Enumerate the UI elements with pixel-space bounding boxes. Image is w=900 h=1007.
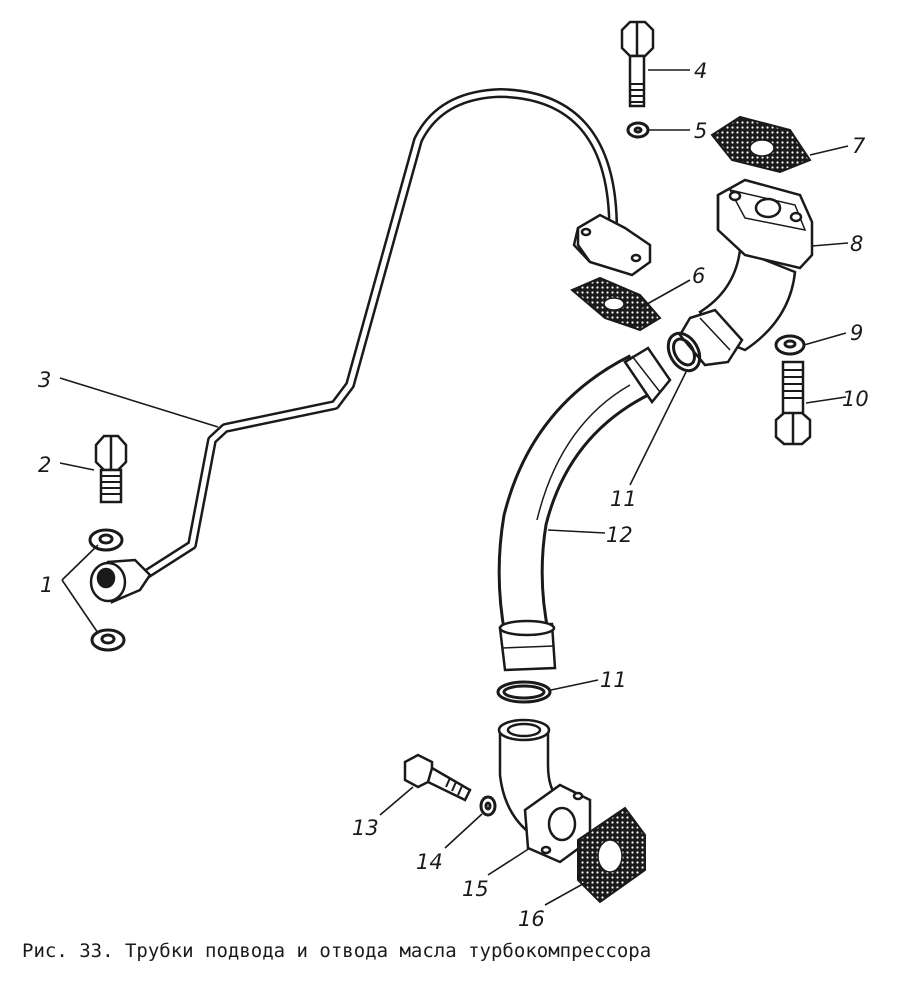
bolt-4 (620, 20, 655, 108)
washer-1-bottom (90, 628, 126, 652)
gasket-16 (577, 806, 646, 904)
seal-ring-11-upper (666, 331, 702, 373)
label-4: 4 (694, 59, 707, 83)
label-13: 13 (352, 816, 379, 840)
coupling-nut (678, 308, 744, 367)
elbow-15 (497, 718, 592, 864)
label-6: 6 (692, 264, 705, 288)
part-labels: 1 2 3 4 5 6 7 8 9 10 11 12 11 13 14 15 1… (38, 59, 869, 931)
bolt-13 (403, 753, 472, 802)
label-15: 15 (462, 877, 489, 901)
supply-pipe-3 (140, 88, 618, 580)
label-2: 2 (38, 453, 51, 477)
label-1: 1 (40, 573, 53, 597)
washer-5 (626, 121, 650, 139)
tube-12-lower-collar (498, 619, 557, 672)
leader-lines (59, 69, 849, 906)
label-16: 16 (518, 907, 545, 931)
gasket-7 (710, 115, 812, 174)
bolt-2 (94, 434, 128, 504)
gasket-6 (570, 276, 662, 332)
label-8: 8 (850, 232, 863, 256)
label-5: 5 (694, 119, 707, 143)
banjo-fitting (89, 558, 152, 604)
washer-9 (774, 334, 806, 356)
label-11-lower: 11 (600, 668, 627, 692)
label-14: 14 (416, 850, 443, 874)
washer-14 (479, 795, 497, 817)
seal-ring-11-lower (496, 680, 552, 704)
label-12: 12 (606, 523, 633, 547)
pipe-flange (572, 213, 652, 277)
label-7: 7 (852, 134, 866, 158)
label-9: 9 (850, 321, 863, 345)
drain-tube-12 (497, 354, 651, 645)
label-3: 3 (38, 368, 51, 392)
bolt-10 (774, 360, 812, 446)
tube-12-upper-collar (623, 346, 672, 405)
label-11-upper: 11 (610, 487, 637, 511)
label-10: 10 (842, 387, 869, 411)
figure-caption: Рис. 33. Трубки подвода и отвода масла т… (22, 940, 652, 962)
